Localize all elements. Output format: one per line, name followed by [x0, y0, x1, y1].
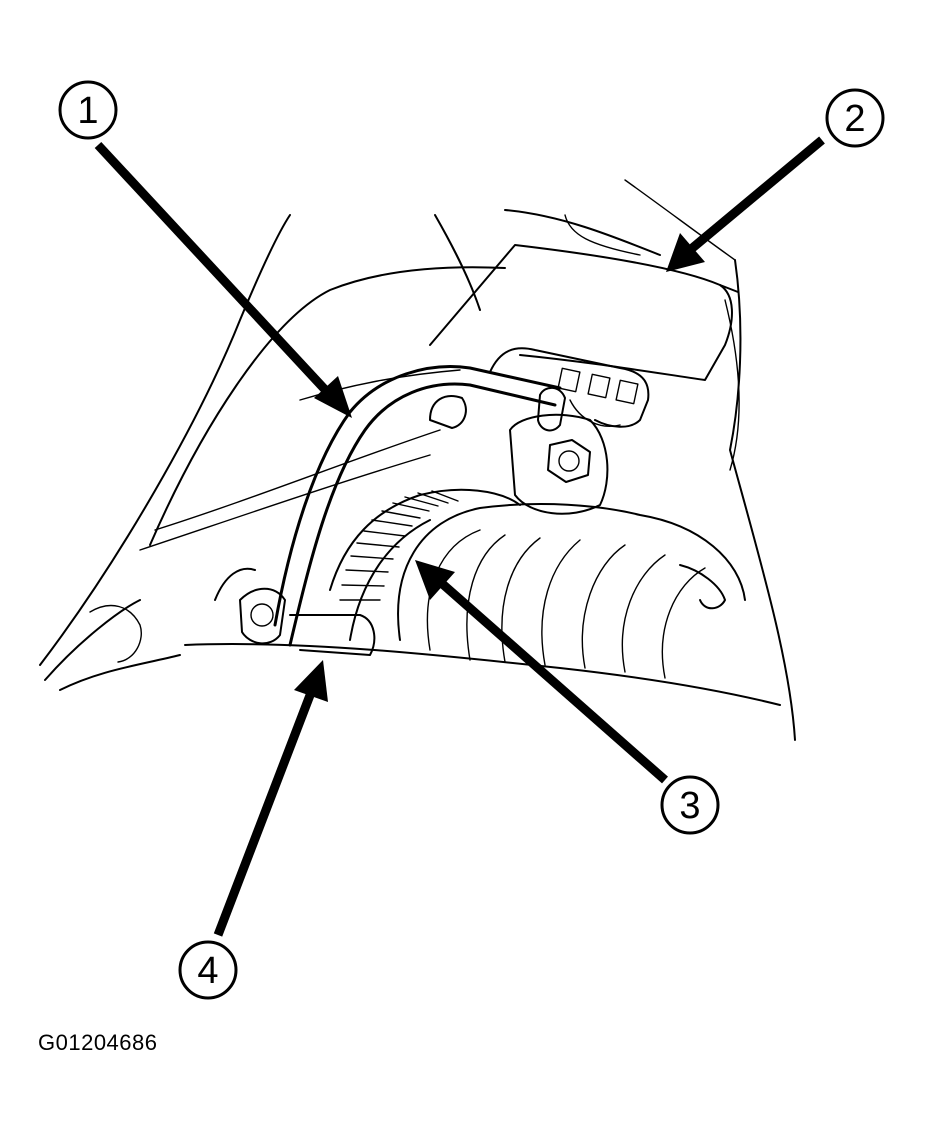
figure-id: G01204686 — [38, 1030, 158, 1055]
background-structure — [39, 179, 796, 741]
wheel-speed-sensor — [214, 567, 376, 656]
cv-boot — [397, 503, 746, 679]
callout-1-number: 1 — [77, 90, 98, 132]
sensor-cable — [273, 365, 566, 647]
callout-3: 3 — [660, 775, 720, 835]
tone-ring — [329, 488, 521, 641]
callout-4-number: 4 — [197, 950, 218, 992]
leader-arrows — [94, 136, 825, 937]
leader-arrow-1 — [94, 141, 352, 418]
hub-bolt — [509, 413, 609, 515]
leader-arrow-4 — [213, 660, 328, 937]
callout-2: 2 — [825, 88, 885, 148]
callout-3-number: 3 — [679, 785, 700, 827]
callout-4: 4 — [178, 940, 238, 1000]
leader-arrow-3 — [415, 560, 668, 784]
callout-2-number: 2 — [844, 98, 865, 140]
callout-1: 1 — [58, 80, 118, 140]
leader-arrow-2 — [666, 136, 825, 272]
control-module — [429, 244, 739, 428]
